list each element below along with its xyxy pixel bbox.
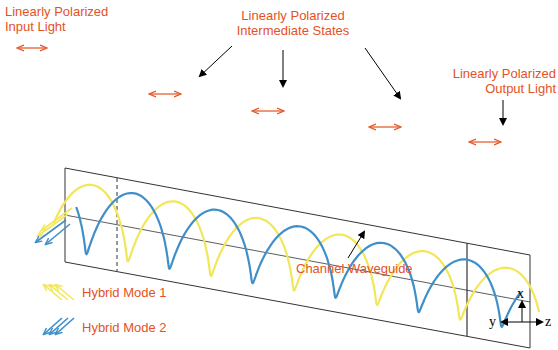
input-plane bbox=[117, 178, 118, 271]
input-mode-arrows bbox=[36, 208, 72, 244]
axis-label: x bbox=[517, 287, 524, 301]
legend-text: Hybrid Mode 2 bbox=[82, 320, 202, 335]
axis-label: z bbox=[545, 315, 551, 329]
legend-samples bbox=[44, 285, 74, 334]
axis-line bbox=[65, 215, 530, 302]
mode-wave bbox=[54, 185, 539, 320]
input-label: Linearly Polarized Input Light bbox=[5, 4, 130, 34]
polarization-arrows bbox=[18, 48, 500, 142]
channel-waveguide bbox=[65, 168, 530, 348]
hybrid-mode-waves bbox=[54, 185, 539, 327]
coordinate-axes bbox=[502, 302, 542, 322]
legend-text: Hybrid Mode 1 bbox=[82, 285, 202, 300]
output-label: Linearly Polarized Output Light bbox=[430, 66, 556, 96]
waveguide-label: Channel Waveguide bbox=[296, 261, 436, 276]
intermediate-label: Linearly Polarized Intermediate States bbox=[228, 8, 358, 38]
mode-wave bbox=[76, 193, 521, 327]
output-plane bbox=[466, 243, 467, 336]
axis-label: y bbox=[489, 315, 496, 329]
